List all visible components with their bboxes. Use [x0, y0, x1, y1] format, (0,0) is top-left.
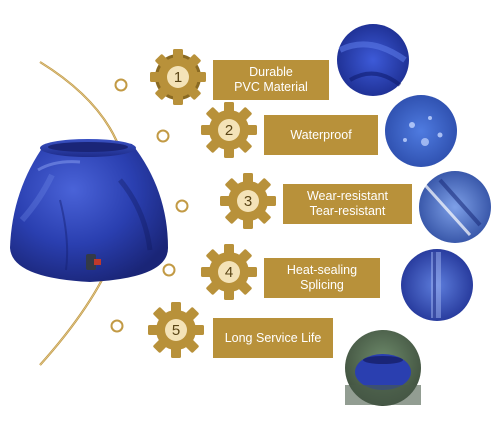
photo-wear-resistant [419, 171, 491, 243]
onion-water-tank [10, 139, 168, 282]
photo-waterproof [385, 95, 457, 167]
photo-heat-sealing [401, 249, 473, 321]
photo-pvc-material [337, 24, 409, 96]
photo-long-service-life [345, 330, 421, 406]
